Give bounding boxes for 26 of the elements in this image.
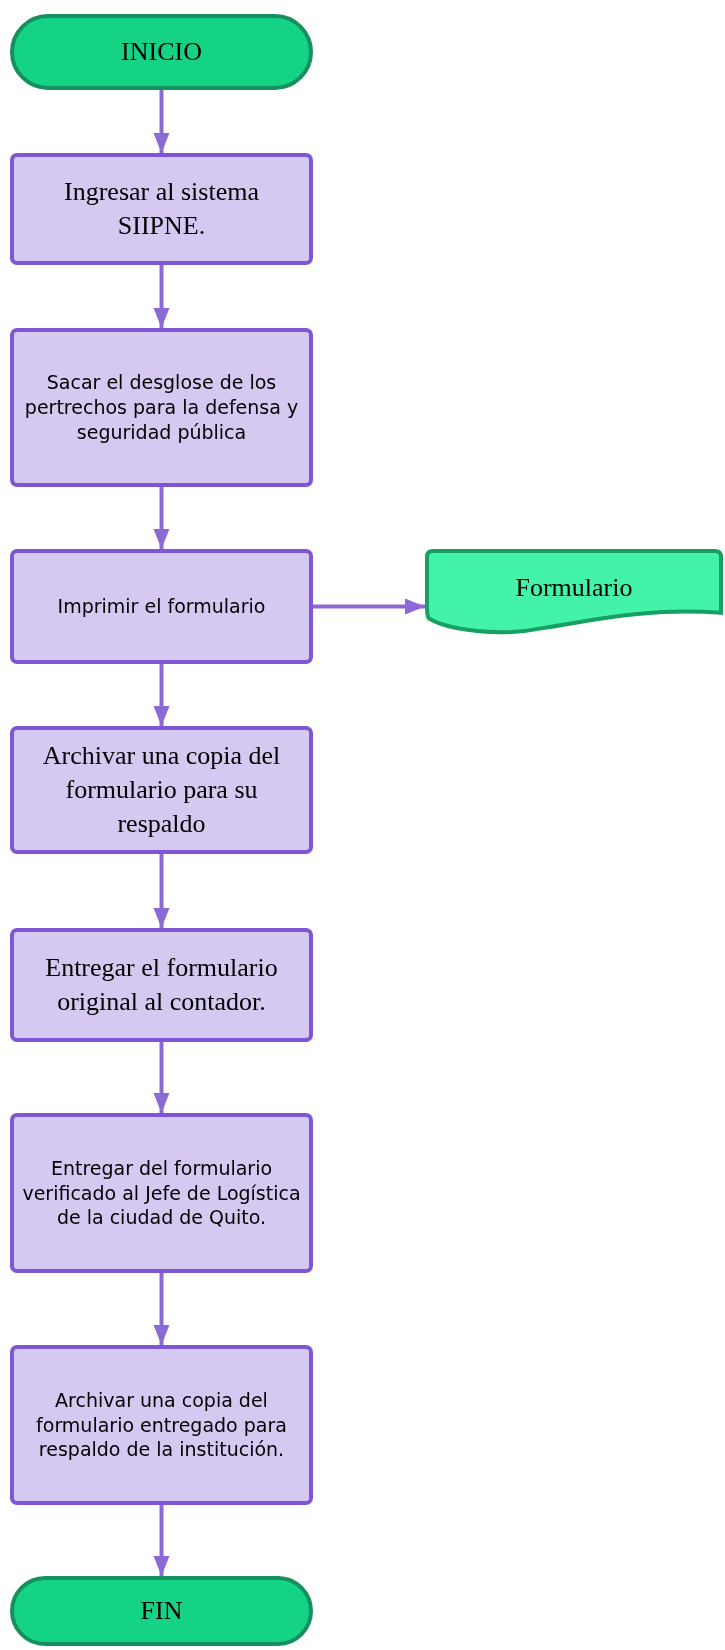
process-box <box>10 153 313 265</box>
node-text: Entregar del formulario verificado al Jefe de Logística de la ciudad de Quito. <box>21 1155 302 1231</box>
arrow <box>153 664 170 726</box>
node-text: FIN <box>140 1595 183 1628</box>
process-box <box>10 1113 313 1273</box>
arrow <box>153 1042 170 1113</box>
node-text: Formulario <box>515 572 633 604</box>
process-box <box>10 726 313 854</box>
arrow <box>153 90 170 153</box>
arrow <box>153 1273 170 1345</box>
node-text: Sacar el desglose de los pertrechos para la defensa y seguridad pública <box>23 370 300 445</box>
node-text: Archivar una copia del formulario entregado para respaldo de la institución. <box>35 1387 288 1463</box>
arrow <box>153 487 170 549</box>
arrow <box>153 854 170 928</box>
node-text: Ingresar al sistema SIIPNE. <box>63 176 260 242</box>
node-text: Archivar una copia del formulario para su respaldo <box>41 740 282 840</box>
node-text: Imprimir el formulario <box>57 594 266 619</box>
process-box <box>10 328 313 487</box>
process-box <box>10 549 313 664</box>
arrow <box>153 1505 170 1576</box>
process-box <box>10 1345 313 1505</box>
process-box <box>10 928 313 1042</box>
arrow <box>153 265 170 328</box>
arrow <box>313 598 425 615</box>
node-text: INICIO <box>121 36 202 69</box>
node-text: Entregar el formulario original al contador. <box>44 952 279 1018</box>
